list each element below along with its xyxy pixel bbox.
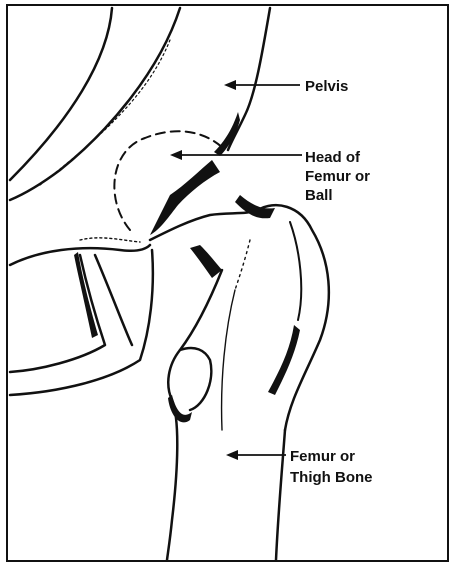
label-femur-line1: Femur or [290, 448, 355, 465]
femur-shape [167, 205, 329, 560]
pelvis-shape [10, 8, 270, 395]
label-head-line1: Head of [305, 149, 361, 166]
femur-head-shape [114, 131, 275, 278]
label-head-line3: Ball [305, 187, 333, 204]
label-arrows [170, 80, 302, 460]
label-femur-line2: Thigh Bone [290, 469, 373, 486]
frame-border [7, 5, 448, 561]
label-head-line2: Femur or [305, 168, 370, 185]
label-pelvis: Pelvis [305, 78, 348, 95]
